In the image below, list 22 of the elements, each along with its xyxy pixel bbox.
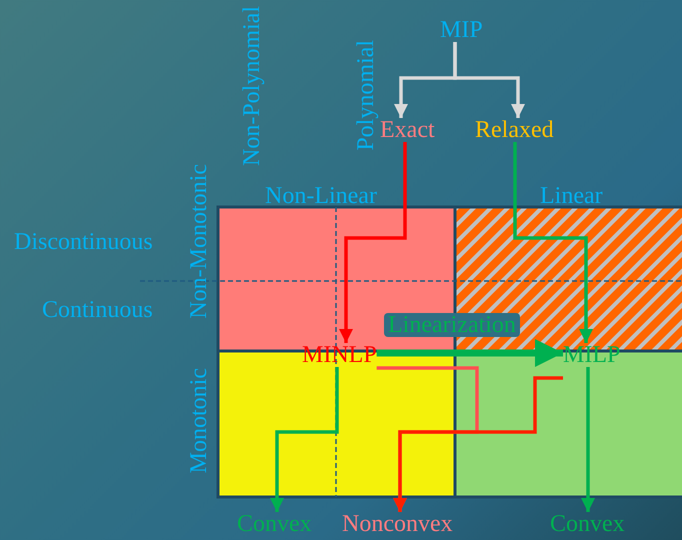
axis-label: Linear — [540, 184, 603, 208]
axis-label: Polynomial — [354, 40, 378, 151]
axis-label: Non-Monotonic — [187, 164, 211, 319]
axis-label: Non-Linear — [265, 184, 377, 208]
arrow — [453, 42, 525, 118]
category-label: MIP — [440, 18, 483, 42]
arrow — [581, 367, 595, 512]
arrow — [376, 339, 563, 367]
arrow — [339, 142, 407, 343]
axis-label: Continuous — [42, 298, 153, 322]
outcome-label: Convex — [550, 512, 625, 536]
axis-label: Discontinuous — [14, 230, 153, 254]
edge-label: Linearization — [384, 313, 520, 337]
arrow — [270, 367, 339, 512]
category-label: Relaxed — [475, 118, 554, 142]
arrow — [393, 376, 563, 512]
arrow — [513, 142, 593, 343]
outcome-label: Convex — [237, 512, 312, 536]
category-label: Exact — [380, 118, 435, 142]
axis-label: Non-Polynomial — [240, 6, 264, 166]
outcome-label: Nonconvex — [342, 512, 453, 536]
axis-label: Monotonic — [187, 368, 211, 474]
